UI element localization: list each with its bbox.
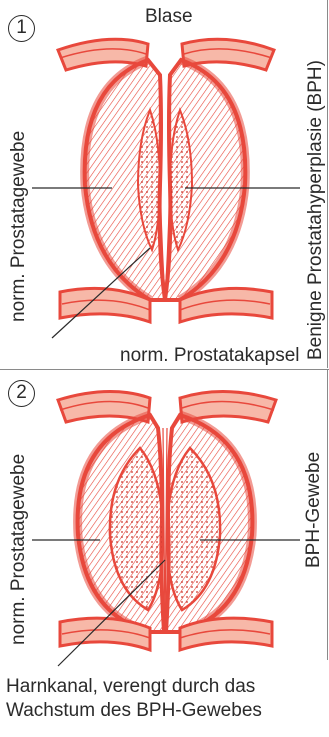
pelvic-floor-right-2 bbox=[180, 618, 272, 650]
pelvic-floor-left-2 bbox=[60, 618, 150, 650]
panel-normal-prostate: 1 Blase norm. Prostatagewebe Benigne Pro… bbox=[0, 0, 329, 368]
prostate-illustration-1 bbox=[0, 0, 329, 368]
prostate-illustration-2 bbox=[0, 370, 329, 737]
pelvic-floor-left-1 bbox=[60, 288, 150, 322]
left-lobe-1 bbox=[85, 60, 165, 300]
right-lobe-1 bbox=[165, 60, 245, 300]
right-lobe-2 bbox=[166, 415, 252, 632]
panel-bph-prostate: 2 norm. Prostatagewebe BPH-Gewebe Harnka… bbox=[0, 370, 329, 737]
left-lobe-2 bbox=[78, 415, 164, 632]
pelvic-floor-right-1 bbox=[180, 288, 272, 322]
